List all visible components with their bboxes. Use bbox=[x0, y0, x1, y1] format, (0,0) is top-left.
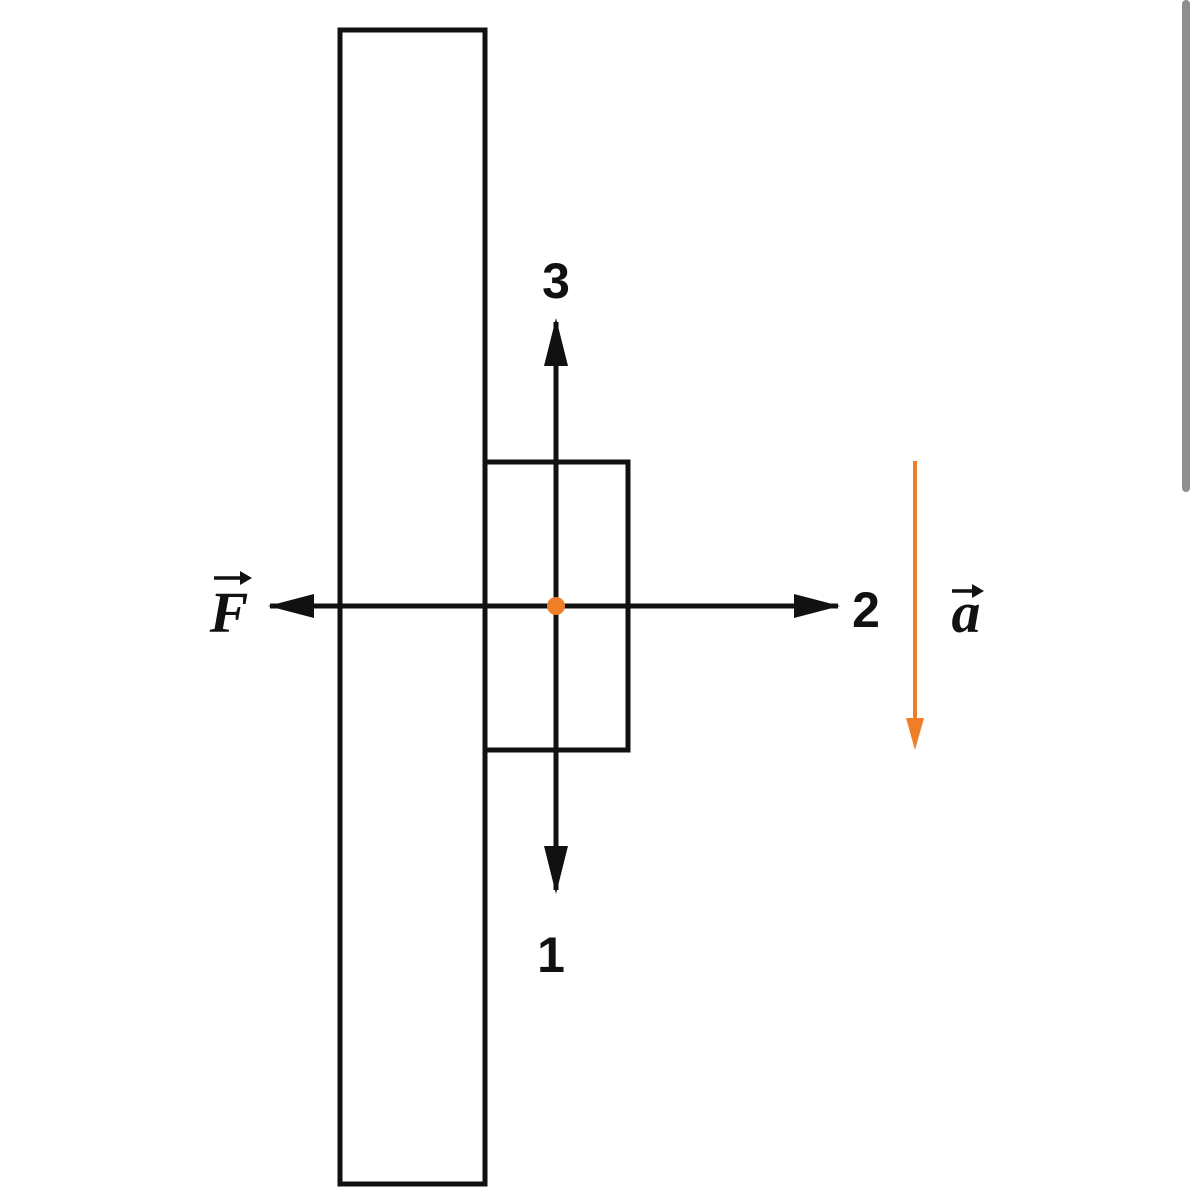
acceleration-vector-overbar-icon bbox=[952, 584, 984, 598]
direction-2-arrowhead bbox=[794, 594, 840, 618]
label-direction-2: 2 bbox=[852, 582, 880, 638]
direction-1-arrowhead bbox=[544, 846, 568, 894]
force-vector-overbar-icon bbox=[214, 571, 252, 585]
force-arrowhead bbox=[268, 594, 314, 618]
label-direction-1: 1 bbox=[537, 927, 565, 983]
center-point bbox=[547, 597, 565, 615]
acceleration-arrowhead bbox=[906, 718, 924, 750]
label-direction-3: 3 bbox=[542, 253, 570, 309]
direction-3-arrowhead bbox=[544, 318, 568, 366]
label-force: F bbox=[209, 580, 249, 645]
scrollbar-thumb[interactable] bbox=[1182, 0, 1190, 492]
